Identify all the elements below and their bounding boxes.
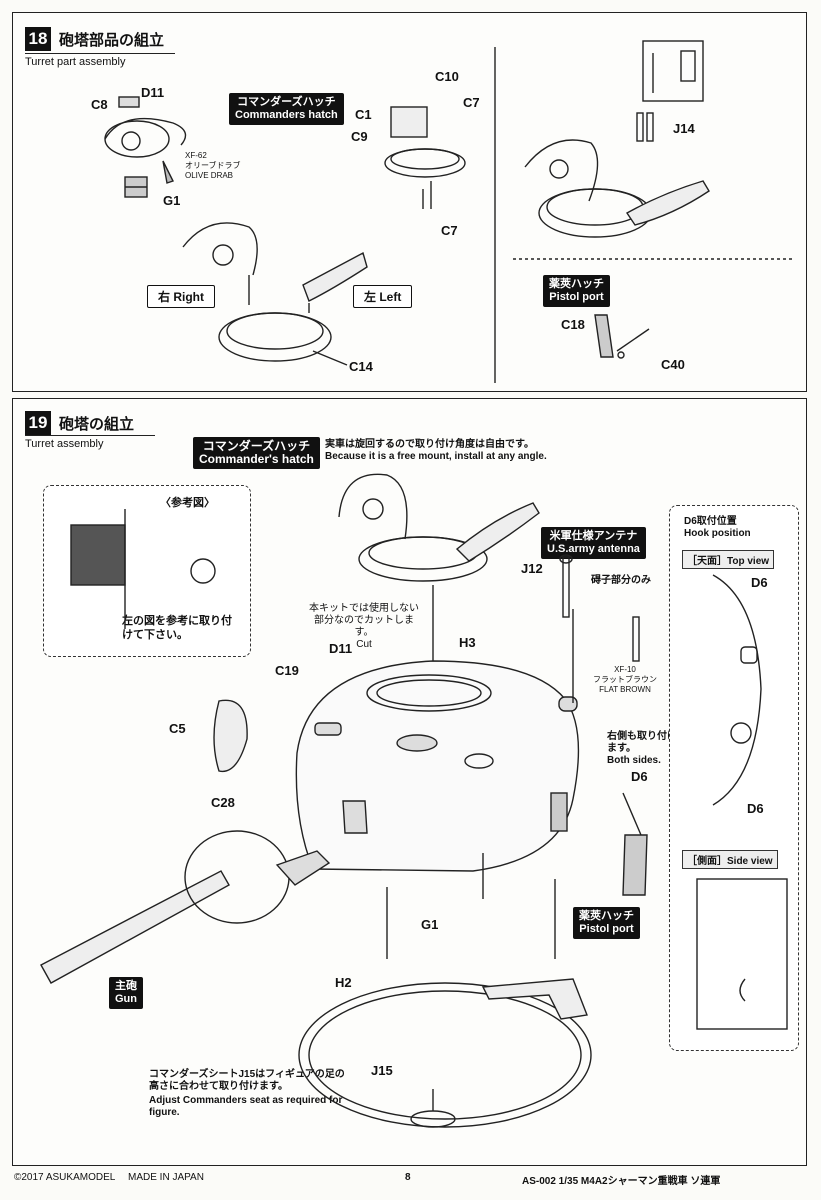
reference-box: 〈参考図〉 左の図を参考に取り付けて下さい。 xyxy=(43,485,251,657)
reference-title: 〈参考図〉 xyxy=(160,497,215,509)
part-label: G2 xyxy=(369,825,387,840)
part-label: C10 xyxy=(435,69,459,84)
right-label: 右 Right xyxy=(147,285,215,308)
step-subtitle: Turret part assembly xyxy=(25,53,175,68)
pistol-port-badge: 薬莢ハッチ Pistol port xyxy=(543,275,610,307)
reference-note: 左の図を参考に取り付けて下さい。 xyxy=(122,615,232,641)
part-label: J14 xyxy=(673,121,695,136)
part-label: G1 xyxy=(163,193,181,208)
step-19-panel: 19 砲塔の組立 Turret assembly コマンダーズハッチ Comma… xyxy=(12,398,807,1166)
part-label: C7 xyxy=(441,223,458,238)
footer-page-number: 8 xyxy=(405,1172,411,1183)
antenna-badge: 米軍仕様アンテナ U.S.army antenna xyxy=(541,527,646,559)
part-label: C18 xyxy=(561,317,585,332)
part-label: C28 xyxy=(211,795,235,810)
hook-title: D6取付位置 Hook position xyxy=(684,516,751,539)
part-label: H3 xyxy=(459,635,476,650)
left-label: 左 Left xyxy=(353,285,413,308)
part-label: C7 xyxy=(463,95,480,110)
part-label: C9 xyxy=(351,129,368,144)
part-label: C19 xyxy=(275,663,299,678)
commander-hatch-badge: コマンダーズハッチ Commanders hatch xyxy=(229,93,344,125)
part-label: J12 xyxy=(521,561,543,576)
part-label: D6 xyxy=(751,575,768,590)
step-title: 砲塔の組立 xyxy=(59,415,135,433)
pistol-port-badge: 薬莢ハッチ Pistol port xyxy=(573,907,640,939)
step-18-heading: 18 砲塔部品の組立 xyxy=(25,27,164,51)
paint-callout: XF-10 フラットブラウン FLAT BROWN xyxy=(593,665,657,694)
part-label: D11 xyxy=(489,725,513,740)
hook-position-box: D6取付位置 Hook position ［天面］Top view ［側面］Si… xyxy=(669,505,799,1051)
footer-copyright: ©2017 ASUKAMODEL xyxy=(14,1172,116,1183)
part-label: D11 xyxy=(141,85,165,100)
step-18-drawings xyxy=(104,40,793,383)
both-sides-note: 右側も取り付けます。 Both sides. xyxy=(607,731,677,766)
mount-note: 実車は旋回するので取り付け角度は自由です。 Because it is a fr… xyxy=(325,439,547,462)
part-label: D6 xyxy=(631,769,648,784)
paint-callout: XF-62 オリーブドラブ OLIVE DRAB xyxy=(185,151,241,180)
part-label: C14 xyxy=(349,359,373,374)
insulator-note: 碍子部分のみ xyxy=(591,575,651,586)
footer-product: AS-002 1/35 M4A2シャーマン重戦車 ソ連軍 xyxy=(522,1176,721,1187)
part-label: C1 xyxy=(355,107,372,122)
top-view-label: ［天面］Top view xyxy=(682,550,775,569)
step-18-panel: 18 砲塔部品の組立 Turret part assembly コマンダーズハッ… xyxy=(12,12,807,392)
seat-note: コマンダーズシートJ15はフィギュアの足の高さに合わせて取り付けます。 Adju… xyxy=(149,1069,345,1118)
step-19-heading: 19 砲塔の組立 xyxy=(25,411,134,435)
part-label: C5 xyxy=(169,721,186,736)
step-number: 19 xyxy=(25,411,51,435)
part-label: D6 xyxy=(747,801,764,816)
part-label: H2 xyxy=(335,975,352,990)
part-label: D11 xyxy=(329,641,353,656)
part-label: C40 xyxy=(661,357,685,372)
part-label: C8 xyxy=(91,97,108,112)
side-view-label: ［側面］Side view xyxy=(682,850,778,869)
part-label: G1 xyxy=(421,917,439,932)
step-subtitle: Turret assembly xyxy=(25,435,155,450)
step-title: 砲塔部品の組立 xyxy=(59,31,165,49)
footer-made-in: MADE IN JAPAN xyxy=(128,1172,204,1183)
commander-hatch-badge: コマンダーズハッチ Commander's hatch xyxy=(193,437,320,469)
part-label: J15 xyxy=(371,1063,393,1078)
step-number: 18 xyxy=(25,27,51,51)
gun-badge: 主砲 Gun xyxy=(109,977,143,1009)
cut-note: 本キットでは使用しない部分なのでカットします。 Cut xyxy=(309,603,419,650)
